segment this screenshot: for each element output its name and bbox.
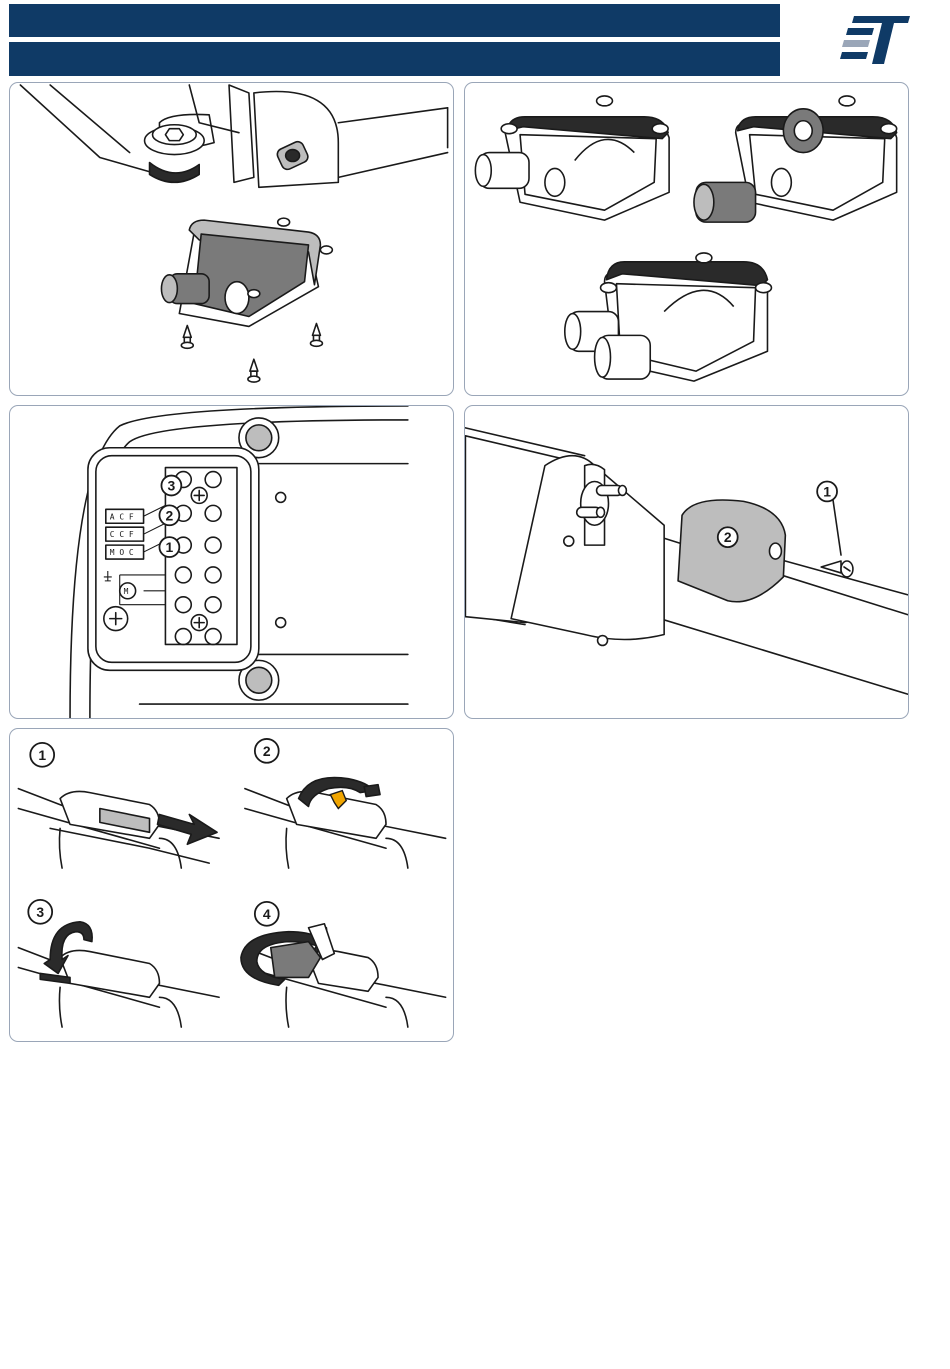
figure-manual-release-steps: 1 #f0a500 2 (9, 728, 454, 1042)
svg-text:M: M (124, 587, 129, 596)
junction-box-icon (161, 218, 332, 326)
figure-terminal-wiring: A C F C C F M O C M 3 2 1 (9, 405, 454, 719)
svg-text:3: 3 (36, 904, 44, 920)
terminal-label-fca: A C F (106, 509, 144, 523)
callout-step-3: 3 (28, 900, 52, 924)
svg-text:C C F: C C F (110, 530, 134, 539)
release-step-3: 3 (18, 900, 219, 1027)
terminal-wiring-illustration: A C F C C F M O C M 3 2 1 (10, 406, 453, 718)
motor-symbol-icon: M (120, 583, 136, 599)
svg-text:A C F: A C F (110, 512, 134, 521)
mounting-screw-icon (248, 359, 260, 382)
svg-text:4: 4 (263, 906, 271, 922)
fixing-screw-icon (821, 500, 853, 577)
svg-text:1: 1 (38, 747, 46, 763)
release-step-2: #f0a500 2 (245, 739, 446, 868)
svg-text:2: 2 (263, 743, 271, 759)
connector-cover-icon (678, 500, 785, 602)
terminal-label-com: M O C (106, 545, 144, 559)
figure-cover-fitting: 1 2 (464, 405, 909, 719)
junction-box-mounting-illustration (10, 83, 453, 395)
callout-2: 2 (159, 505, 179, 525)
cover-fitting-illustration: 1 2 (465, 406, 908, 718)
release-step-1: 1 (18, 743, 219, 868)
junction-box-double-gland-icon (565, 253, 772, 381)
release-step-4: 4 (241, 902, 446, 1027)
svg-text:M O C: M O C (110, 548, 134, 557)
mounting-screw-icon (310, 323, 322, 346)
header-bar-bottom (9, 42, 780, 76)
manual-release-illustration: 1 #f0a500 2 (10, 729, 453, 1041)
figure-junction-box-mounting (9, 82, 454, 396)
svg-text:1: 1 (823, 483, 831, 499)
et-brand-logo-icon (840, 12, 912, 68)
callout-1: 1 (159, 537, 179, 557)
callout-step-1: 1 (30, 743, 54, 767)
junction-box-gland-with-nut-icon (694, 96, 897, 222)
callout-2: 2 (718, 527, 738, 547)
svg-text:2: 2 (166, 507, 174, 523)
callout-1: 1 (817, 482, 837, 502)
svg-text:2: 2 (724, 529, 732, 545)
callout-step-4: 4 (255, 902, 279, 926)
callout-3: 3 (161, 476, 181, 496)
ground-screw-icon (104, 607, 128, 631)
svg-text:3: 3 (168, 477, 176, 493)
terminal-label-fcc: C C F (106, 527, 144, 541)
junction-box-variants-illustration (465, 83, 908, 395)
header-bar-top (9, 4, 780, 37)
figure-junction-box-variants (464, 82, 909, 396)
callout-step-2: 2 (255, 739, 279, 763)
mounting-screw-icon (181, 325, 193, 348)
junction-box-single-gland-icon (475, 96, 669, 220)
svg-text:1: 1 (166, 539, 174, 555)
